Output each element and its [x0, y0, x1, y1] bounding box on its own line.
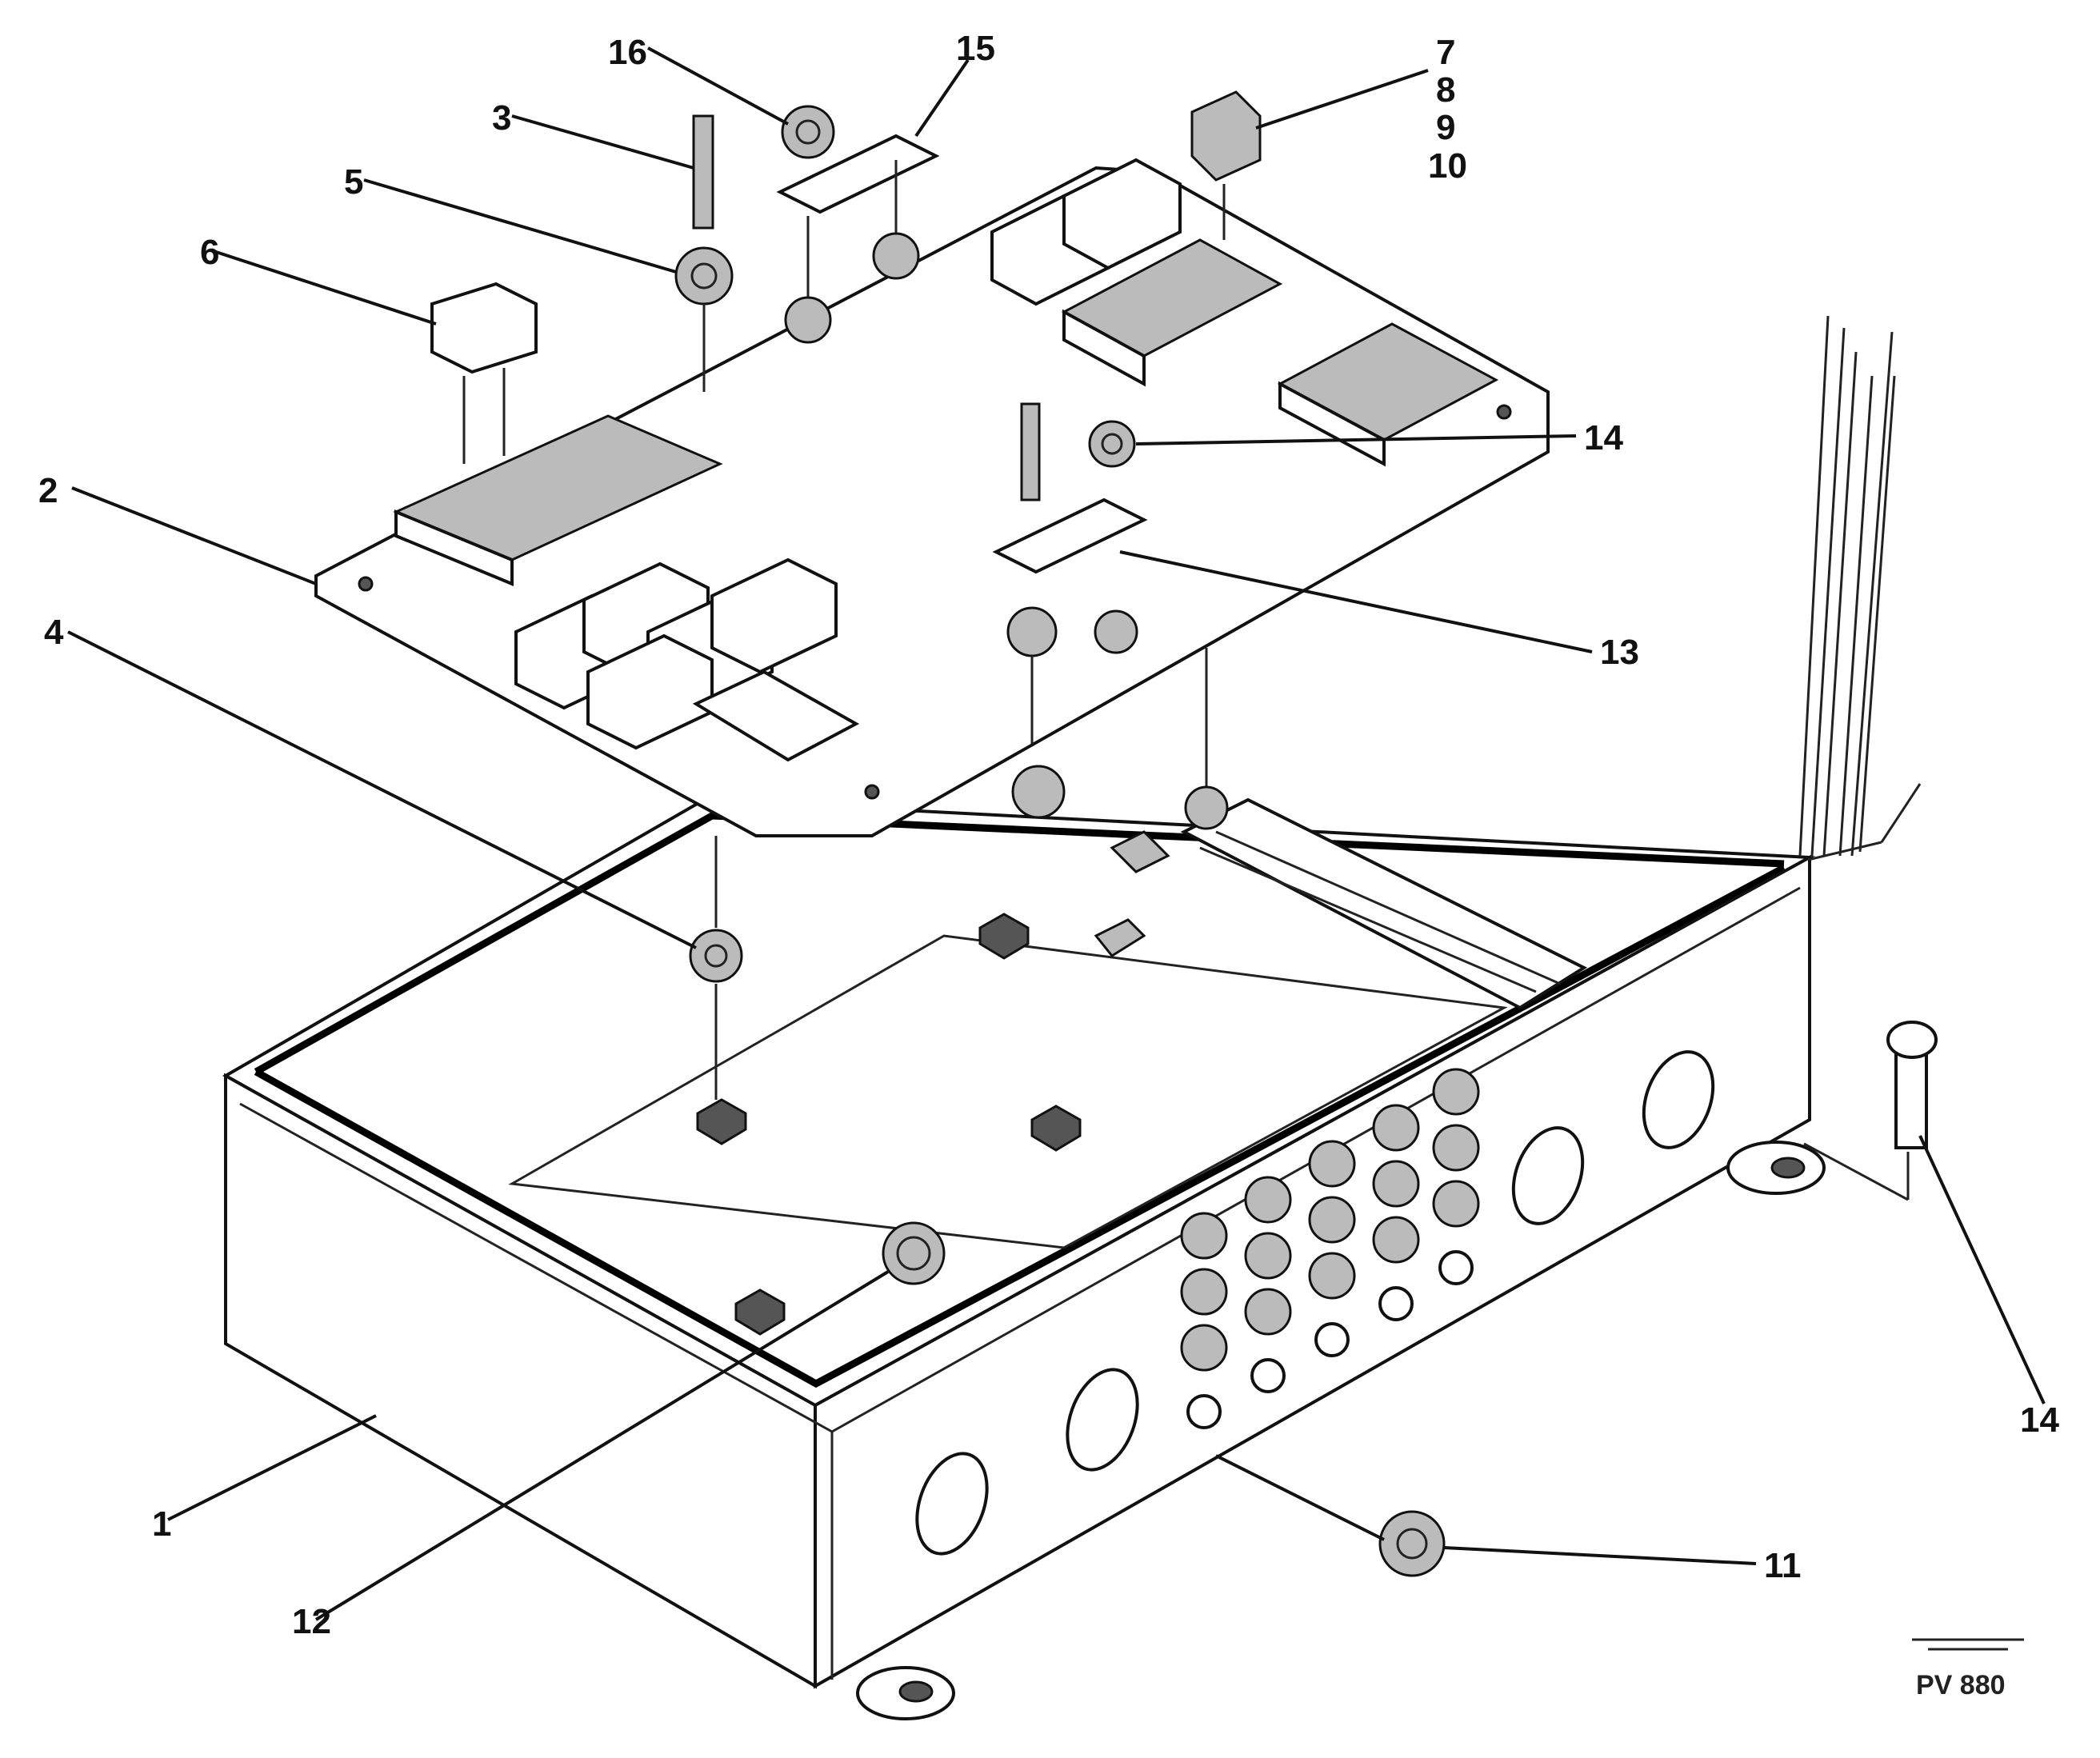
nut-14 [1088, 420, 1136, 468]
mount-post-c [1030, 1105, 1082, 1152]
callout-7: 7 [1436, 33, 1455, 72]
washer-5 [674, 246, 734, 306]
cable-hole-large-2 [1066, 1368, 1139, 1472]
nut-16 [781, 105, 835, 159]
callout-4: 4 [44, 613, 64, 652]
mount-post-a [696, 1098, 747, 1145]
clamp-bar-13 [992, 497, 1148, 574]
stud-3 [692, 114, 714, 230]
callout-16: 16 [608, 33, 647, 72]
leader-lines [67, 46, 2046, 1621]
enclosure-box [222, 315, 1922, 1720]
cable-hole-large-4 [1642, 1050, 1715, 1149]
terminal-strip-front [692, 669, 860, 762]
cable-glands [1180, 1068, 1480, 1429]
callout-11: 11 [1764, 1546, 1802, 1585]
grommet-11 [1378, 1510, 1446, 1577]
mounting-plate [314, 158, 1550, 837]
callout-14-right: 14 [2020, 1400, 2059, 1440]
callout-6: 6 [200, 233, 219, 272]
callout-3: 3 [492, 98, 511, 138]
relay-7 [1062, 158, 1182, 270]
relay-4 [710, 557, 838, 674]
callout-13: 13 [1600, 633, 1639, 672]
nut-4 [689, 929, 743, 983]
callout-5: 5 [344, 162, 363, 202]
relay-6-loose [430, 282, 538, 374]
drawing-stamp: PV 880 [1912, 1638, 2024, 1700]
stud-14 [1020, 402, 1041, 501]
relay-7-10-loose [1190, 90, 1262, 182]
callout-9: 9 [1436, 108, 1455, 147]
callout-12: 12 [292, 1602, 331, 1641]
callout-2: 2 [38, 471, 58, 510]
callout-14-top: 14 [1584, 418, 1623, 457]
clamp-bar-15 [776, 134, 940, 214]
mount-post-d [734, 1289, 786, 1336]
drawing-code: PV 880 [1916, 1670, 2006, 1700]
callout-10: 10 [1428, 146, 1467, 186]
callout-8: 8 [1436, 70, 1455, 110]
cable-hole-large-3 [1511, 1126, 1585, 1225]
mount-post-b [978, 913, 1030, 960]
callout-1: 1 [152, 1504, 171, 1544]
callout-15: 15 [956, 29, 995, 68]
grommet-12 [882, 1221, 946, 1285]
bolt-14 [1894, 1042, 1928, 1149]
cable-hole-large-1 [915, 1452, 989, 1556]
